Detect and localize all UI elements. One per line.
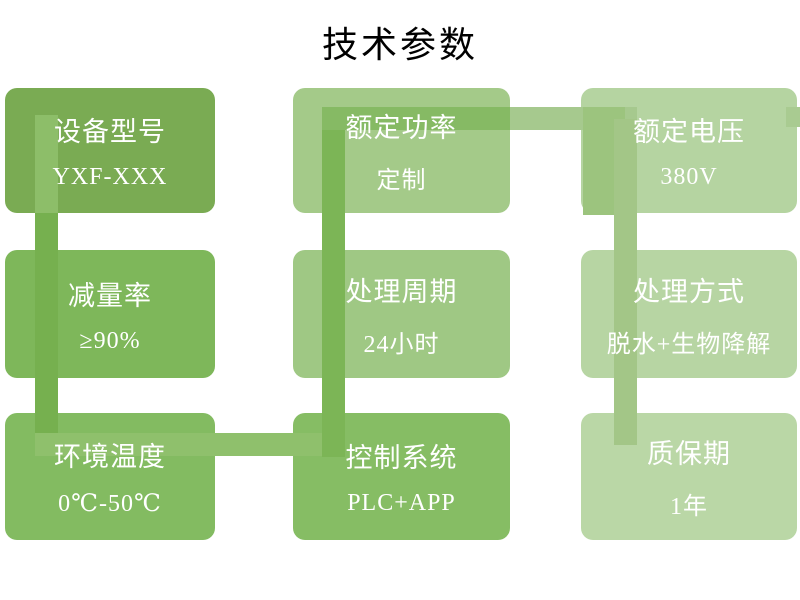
param-label: 处理方式 [633,276,745,307]
param-label: 额定功率 [345,113,458,143]
connector-segment-bottom-right [35,433,345,456]
connector-segment-col1-top [35,115,58,213]
param-label: 额定电压 [633,117,745,147]
connector-segment-col2-up [322,130,345,457]
param-label: 减量率 [68,280,152,311]
param-label: 处理周期 [345,276,458,307]
param-value: 定制 [376,168,427,194]
param-value: 380V [660,164,718,190]
connector-stub-top-right [786,107,800,127]
param-value: 脱水+生物降解 [606,331,772,358]
param-label: 质保期 [647,439,731,469]
slide-title: 技术参数 [321,25,478,65]
param-value: YXF-XXX [52,164,168,190]
param-label: 控制系统 [345,443,458,473]
connector-segment-col1-down [35,213,58,433]
connector-segment-col3-down [614,119,637,445]
param-label: 设备型号 [54,117,166,147]
param-label: 环境温度 [54,442,166,472]
param-value: 24小时 [363,331,440,358]
connector-segment-top-right-a [322,107,510,130]
param-value: ≥90% [79,327,141,354]
param-value: 1年 [670,494,708,520]
param-value: 0℃-50℃ [58,491,162,517]
param-value: PLC+APP [347,490,456,516]
